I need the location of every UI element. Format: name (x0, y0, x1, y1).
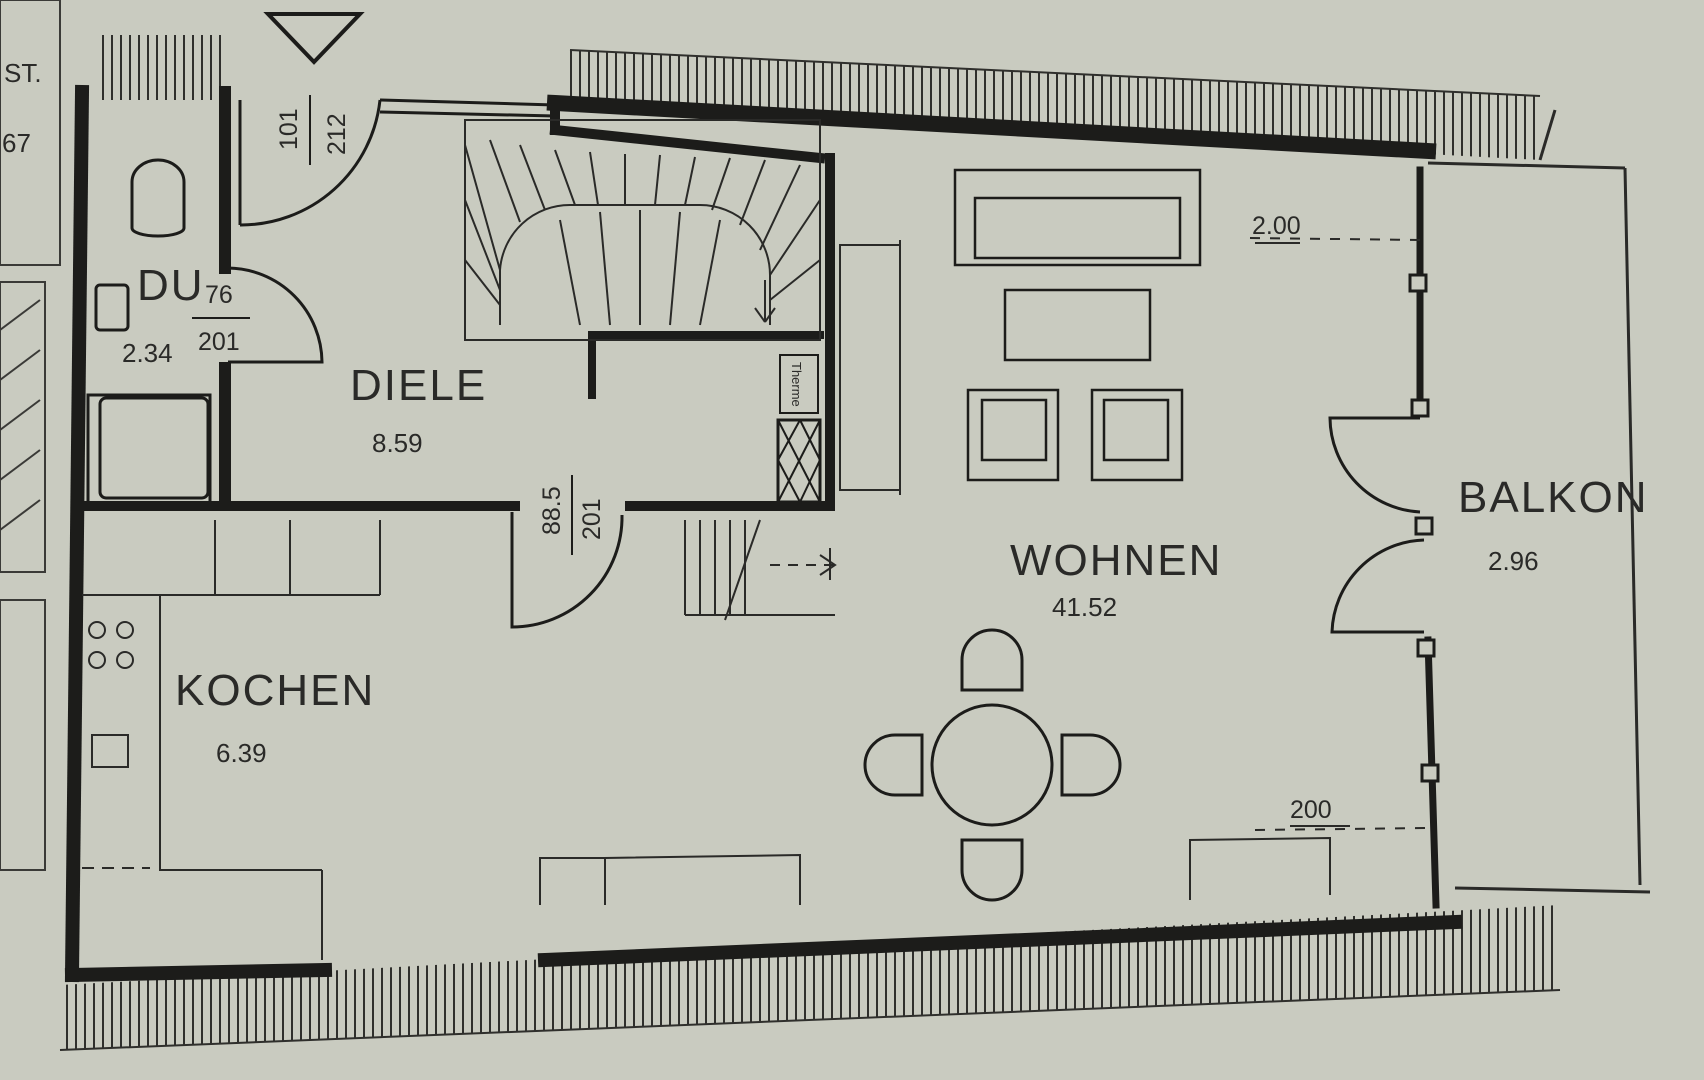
du-door-dim-top: 76 (205, 281, 233, 309)
kitchen-door-dim-top: 88.5 (538, 486, 566, 535)
balkon-area: 2.96 (1488, 546, 1539, 576)
wohnen-label: WOHNEN (1010, 536, 1222, 585)
boiler-fixture (776, 354, 822, 504)
kitchen-door (510, 512, 624, 629)
window-dim-upper: 2.00 (1252, 212, 1301, 240)
kochen-label: KOCHEN (175, 666, 375, 715)
balkon-label: BALKON (1458, 473, 1649, 522)
wall-cabinet (839, 240, 901, 495)
dining-set (863, 628, 1122, 902)
diele-area: 8.59 (372, 428, 423, 458)
therme-label: Therme (789, 362, 804, 407)
balcony-outline (1427, 109, 1651, 894)
du-area: 2.34 (122, 338, 173, 368)
neighbour-stair (0, 0, 61, 871)
window-posts (1408, 273, 1440, 783)
edge-label-st: ST. (4, 58, 42, 88)
sideboards (539, 836, 1331, 905)
hatched-bands (59, 35, 1561, 1051)
du-door-dim-bottom: 201 (198, 328, 240, 356)
kitchen-fixtures (82, 520, 381, 960)
diele-label: DIELE (350, 361, 487, 410)
entry-door (238, 98, 556, 227)
winding-staircase (464, 119, 821, 341)
wohnen-area: 41.52 (1052, 592, 1117, 622)
entry-door-dim-top: 101 (275, 108, 303, 150)
entry-door-dim-bottom: 212 (323, 113, 351, 155)
edge-label-num: 67 (2, 128, 31, 158)
kitchen-door-dim-bottom: 201 (578, 498, 606, 540)
living-furniture (953, 168, 1202, 482)
lower-stair (684, 519, 837, 621)
balcony-door (1328, 416, 1425, 634)
du-label: DU (137, 261, 205, 310)
bathroom-fixtures (86, 158, 212, 509)
north-triangle (263, 12, 365, 65)
walls (64, 84, 1463, 983)
kochen-area: 6.39 (216, 738, 267, 768)
window-dim-lines (1249, 237, 1431, 831)
bath-door (227, 266, 324, 364)
window-dim-lower: 200 (1290, 796, 1332, 824)
